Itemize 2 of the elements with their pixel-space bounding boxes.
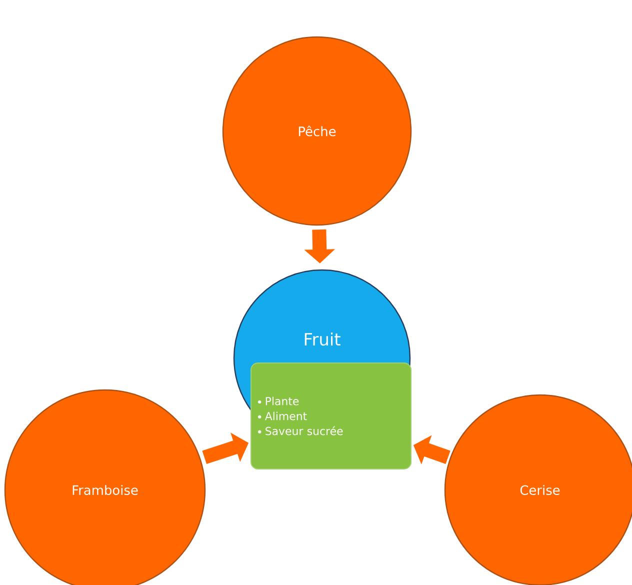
circle-node: Pêche: [222, 36, 412, 226]
bullet-list-box: Plante Aliment Saveur sucrée: [250, 362, 412, 470]
